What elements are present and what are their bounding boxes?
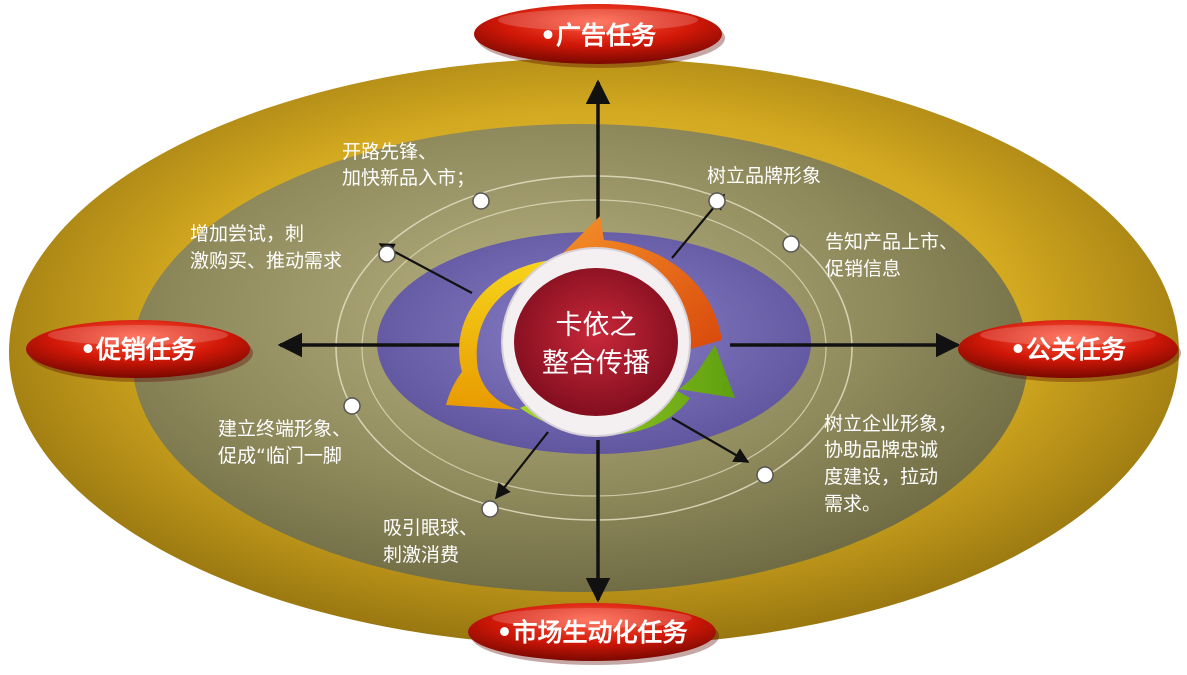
note-launch-line1: 告知产品上市、 (825, 231, 958, 253)
task-pr-label: •公关任务 (1010, 335, 1126, 364)
center-disc (514, 268, 678, 416)
task-pill-advertising: •广告任务 (474, 4, 725, 68)
note-trial-line1: 增加尝试，刺 (190, 223, 304, 245)
task-pill-promotion: •促销任务 (26, 320, 253, 382)
note-terminal-line1: 建立终端形象、 (218, 418, 351, 440)
note-pioneer-line1: 开路先锋、 (342, 141, 437, 163)
note-corporate-line2: 协助品牌忠诚 (824, 439, 938, 461)
marker-dot (379, 246, 395, 262)
note-attention-line2: 刺激消费 (383, 544, 459, 566)
task-pill-pr: •公关任务 (958, 320, 1181, 382)
center-title-line1: 卡依之 (556, 310, 637, 341)
task-promotion-label: •促销任务 (80, 335, 196, 364)
marker-dot (344, 398, 360, 414)
marker-dot (709, 193, 725, 209)
note-trial-line2: 激购买、推动需求 (190, 250, 342, 272)
note-launch-line2: 促销信息 (825, 258, 901, 280)
marker-dot (482, 501, 498, 517)
note-corporate-line4: 需求。 (824, 493, 881, 515)
marker-dot (757, 467, 773, 483)
center-title-line2: 整合传播 (542, 348, 650, 379)
note-corporate-line3: 度建设，拉动 (824, 466, 938, 488)
marker-dot (783, 236, 799, 252)
task-pill-merchandising: •市场生动化任务 (468, 603, 719, 665)
marker-dot (473, 193, 489, 209)
task-merchandising-label: •市场生动化任务 (497, 618, 688, 647)
note-corporate-line1: 树立企业形象， (824, 413, 957, 435)
note-attention-line1: 吸引眼球、 (383, 517, 478, 539)
note-brand-image: 树立品牌形象 (707, 165, 821, 187)
note-terminal-line2: 促成“临门一脚 (218, 445, 342, 467)
note-pioneer-line2: 加快新品入市； (342, 167, 475, 189)
task-advertising-label: •广告任务 (540, 21, 656, 50)
